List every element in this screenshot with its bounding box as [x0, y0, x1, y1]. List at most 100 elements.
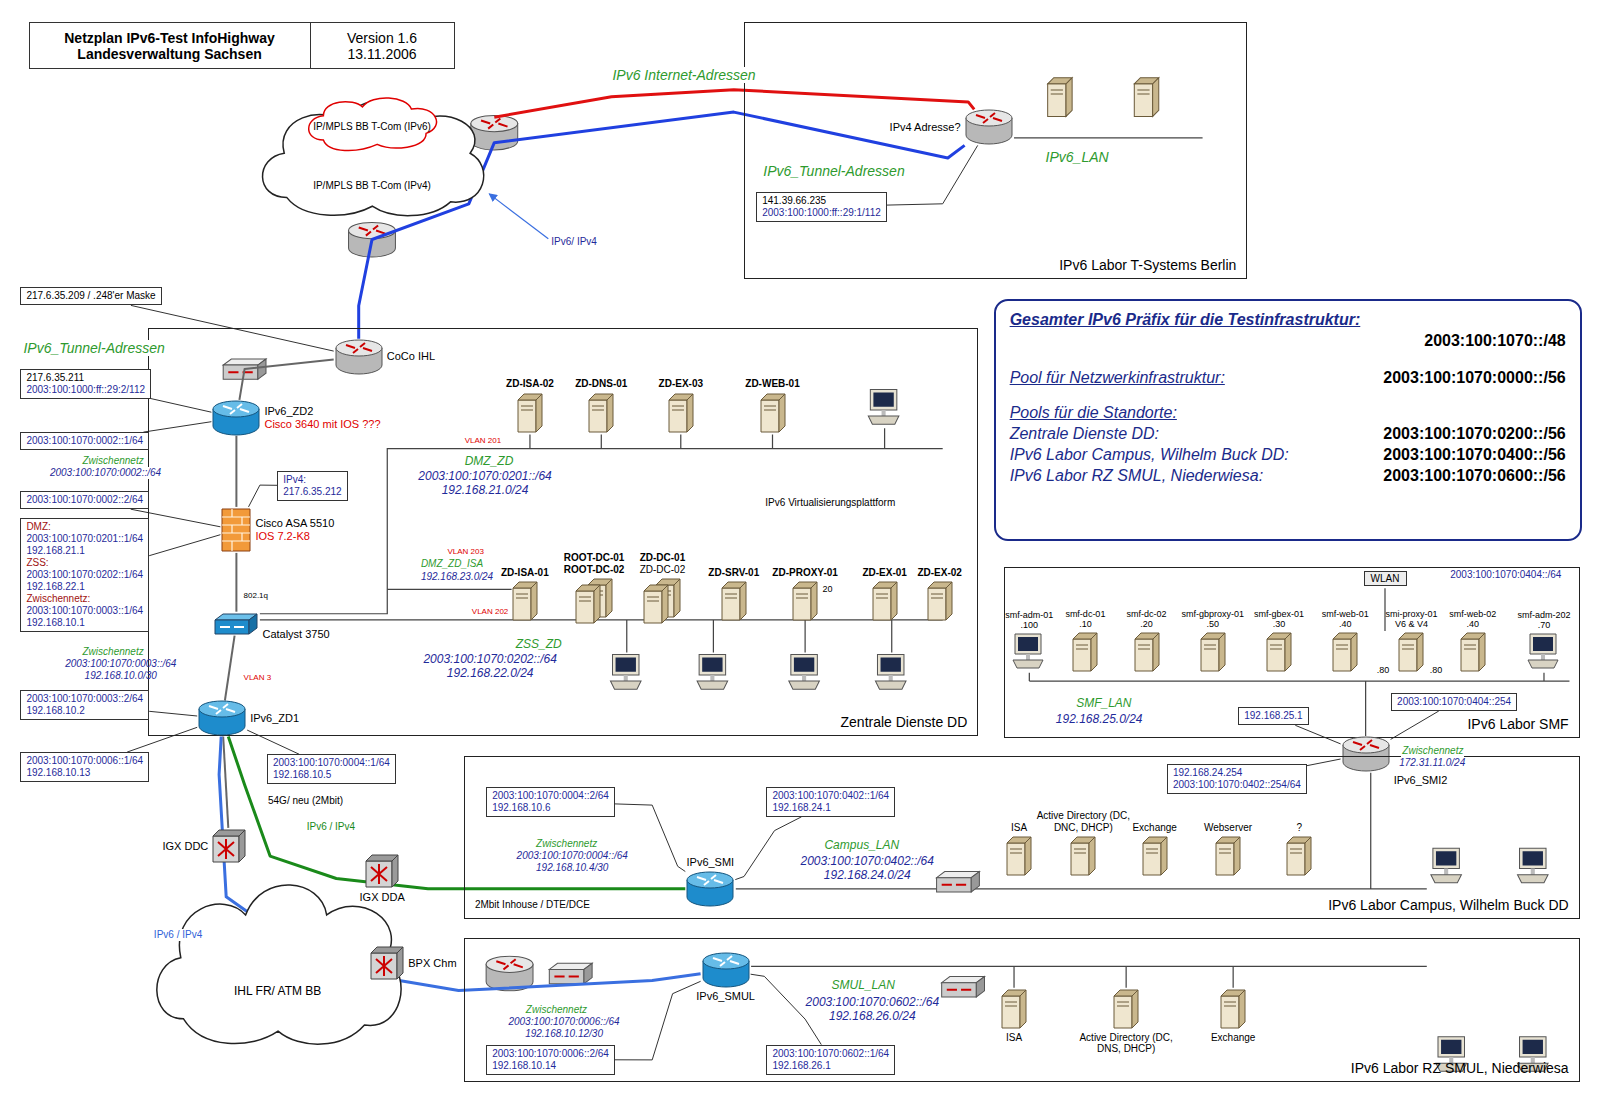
- node-text: IPv6 Labor RZ SMUL, Niederwiesa:: [1010, 467, 1331, 485]
- node-text: 2003:100:1070:0201::1/64: [26, 533, 143, 545]
- node-text: smf-gbex-01: [1254, 609, 1304, 619]
- server: smf-gbproxy-01.50: [1182, 609, 1245, 674]
- node-text: Active Directory (DC, DNC, DHCP): [1033, 810, 1133, 833]
- node-text: 2003:100:1070:0004::2/64: [492, 790, 609, 802]
- label-group: IGX DDA: [360, 891, 405, 904]
- server: ISA: [1005, 822, 1033, 878]
- label-group: IPv6_SMI2: [1394, 774, 1448, 787]
- atm-switch: BPX Chm: [369, 945, 456, 981]
- text-label: 2003:100:1070:0006::/64 192.168.10.12/30: [489, 1016, 639, 1040]
- server-icon: [511, 580, 539, 622]
- node-text: V6 & V4: [1385, 619, 1437, 629]
- label-group: IGX DDC: [162, 840, 208, 853]
- label-group: smi-proxy-01V6 & V4: [1385, 609, 1437, 630]
- node-text: 192.168.22.1: [26, 581, 143, 593]
- node-text: smf-web-01: [1322, 609, 1369, 619]
- router: IPv6_ZD1: [197, 700, 299, 736]
- label-group: smf-adm-202.70: [1517, 610, 1570, 631]
- node-text: smf-dc-02: [1127, 609, 1167, 619]
- label-group: ROOT-DC-01 ROOT-DC-02: [559, 552, 629, 575]
- text-label: VLAN 203: [446, 547, 484, 557]
- label-group: Catalyst 3750: [262, 628, 329, 641]
- address-box: 217.6.35.2112003:100:1000:ff::29:2/112: [20, 369, 151, 399]
- node-text: Pools für die Standorte:: [1010, 404, 1566, 422]
- server-icon: [1005, 835, 1033, 877]
- node-text: smf-adm-202: [1517, 610, 1570, 620]
- node-text: BPX Chm: [408, 957, 456, 970]
- label-group: ZD-WEB-01: [745, 378, 799, 390]
- node-text: ?: [1297, 822, 1303, 834]
- node-text: 2003:100:1070:0002::1/64: [26, 435, 143, 447]
- label-group: smf-adm-01.100: [1005, 610, 1053, 631]
- label-group: IPv6_ZD2Cisco 3640 mit IOS ???: [264, 405, 380, 430]
- address-box: 2003:100:1070:0602::1/64192.168.26.1: [766, 1045, 895, 1075]
- server-icon: [1459, 631, 1487, 673]
- text-label: IPv6/ IPv4: [550, 236, 598, 248]
- node-text: .70: [1517, 620, 1570, 630]
- link-line: [149, 535, 220, 556]
- node-text: Exchange: [1211, 1032, 1255, 1044]
- link-line: [151, 399, 211, 413]
- server-icon: [1331, 631, 1359, 673]
- text-label: IPv6_Tunnel-Adressen: [22, 340, 165, 356]
- server: ZD-DNS-01: [575, 378, 627, 434]
- text-label: 54G/ neu (2Mbit): [267, 795, 344, 807]
- node-text: 192.168.26.1: [772, 1060, 889, 1072]
- text-label: 802.1q: [243, 591, 269, 601]
- server-icon: [574, 577, 614, 625]
- node-text: 192.168.21.1: [26, 545, 143, 557]
- atm-switch: IGX DDC: [162, 828, 247, 864]
- node-text: ZD-ISA-01: [501, 567, 549, 579]
- link-line: [1391, 711, 1439, 739]
- server-icon: [1199, 631, 1227, 673]
- server-icon: [516, 392, 544, 434]
- link-label: IPv6 / IPv4: [306, 821, 356, 833]
- server: ZD-ISA-02: [506, 378, 554, 434]
- server: Webserver: [1204, 822, 1252, 878]
- node-text: 2003:100:1070:0200::/56: [1383, 425, 1565, 443]
- node-text: ZD-ISA-02: [506, 378, 554, 390]
- link-line: [247, 730, 299, 754]
- node-text: ZD-EX-01: [862, 567, 906, 579]
- server: ZD-EX-03: [659, 378, 703, 434]
- text-label: Zwischennetz: [525, 1004, 588, 1016]
- address-box: 192.168.25.1: [1238, 707, 1308, 725]
- switch-icon: [213, 612, 259, 636]
- node-text: 192.168.10.14: [492, 1060, 609, 1072]
- node-text: IP/MPLS BB T-Com (IPv4): [313, 180, 431, 191]
- router: IPv6_ZD2Cisco 3640 mit IOS ???: [211, 400, 380, 436]
- node-text: IOS 7.2-K8: [255, 530, 334, 543]
- site-region: Zentrale Dienste DDCoCo IHLIPv6_ZD2Cisco…: [148, 328, 979, 736]
- prefix-box: Gesamter IPv6 Präfix für die Testinfrast…: [994, 299, 1582, 542]
- link-line: [225, 636, 235, 701]
- text-label: 2003:100:1070:0002::/64: [49, 467, 162, 479]
- node-text: WLAN: [1371, 573, 1400, 584]
- address-box: 2003:100:1070:0002::1/64: [20, 432, 149, 450]
- node-text: 2003:100:1070:0600::/56: [1383, 467, 1565, 485]
- node-text: Zentrale Dienste DD:: [1010, 425, 1331, 443]
- node-text: .100: [1005, 620, 1053, 630]
- node-text: ZSS:: [26, 557, 143, 569]
- server: ?: [1285, 822, 1313, 878]
- text-label: IPv6 Virtualisierungsplattform: [764, 497, 896, 509]
- text-label: VLAN 3: [243, 673, 273, 683]
- server-icon: [1133, 631, 1161, 673]
- address-box: 2003:100:1070:0003::2/64192.168.10.2: [20, 690, 149, 720]
- node-text: IPv6 Labor Campus, Wilhelm Buck DD:: [1010, 446, 1331, 464]
- workstation: smf-adm-202.70: [1517, 610, 1570, 673]
- server: Exchange: [1132, 822, 1176, 878]
- label-group: Active Directory (DC, DNC, DHCP): [1033, 810, 1133, 833]
- link-line: [615, 804, 685, 872]
- server: ZD-SRV-01: [708, 567, 759, 623]
- node-text: ISA: [1011, 822, 1027, 834]
- server-icon: [720, 580, 748, 622]
- label-group: CoCo IHL: [387, 350, 435, 363]
- node-text: IPv6_ZD2: [264, 405, 380, 418]
- node-text: IPv6_SMI2: [1394, 774, 1448, 787]
- router-icon: [197, 700, 247, 736]
- link-line: [751, 974, 822, 1044]
- link-line: [735, 817, 801, 880]
- node-text: IPv6_ZD1: [250, 712, 299, 725]
- title-box: Netzplan IPv6-Test InfoHighway Landesver…: [29, 22, 455, 69]
- node-text: IPv6_SMUL: [696, 990, 755, 1003]
